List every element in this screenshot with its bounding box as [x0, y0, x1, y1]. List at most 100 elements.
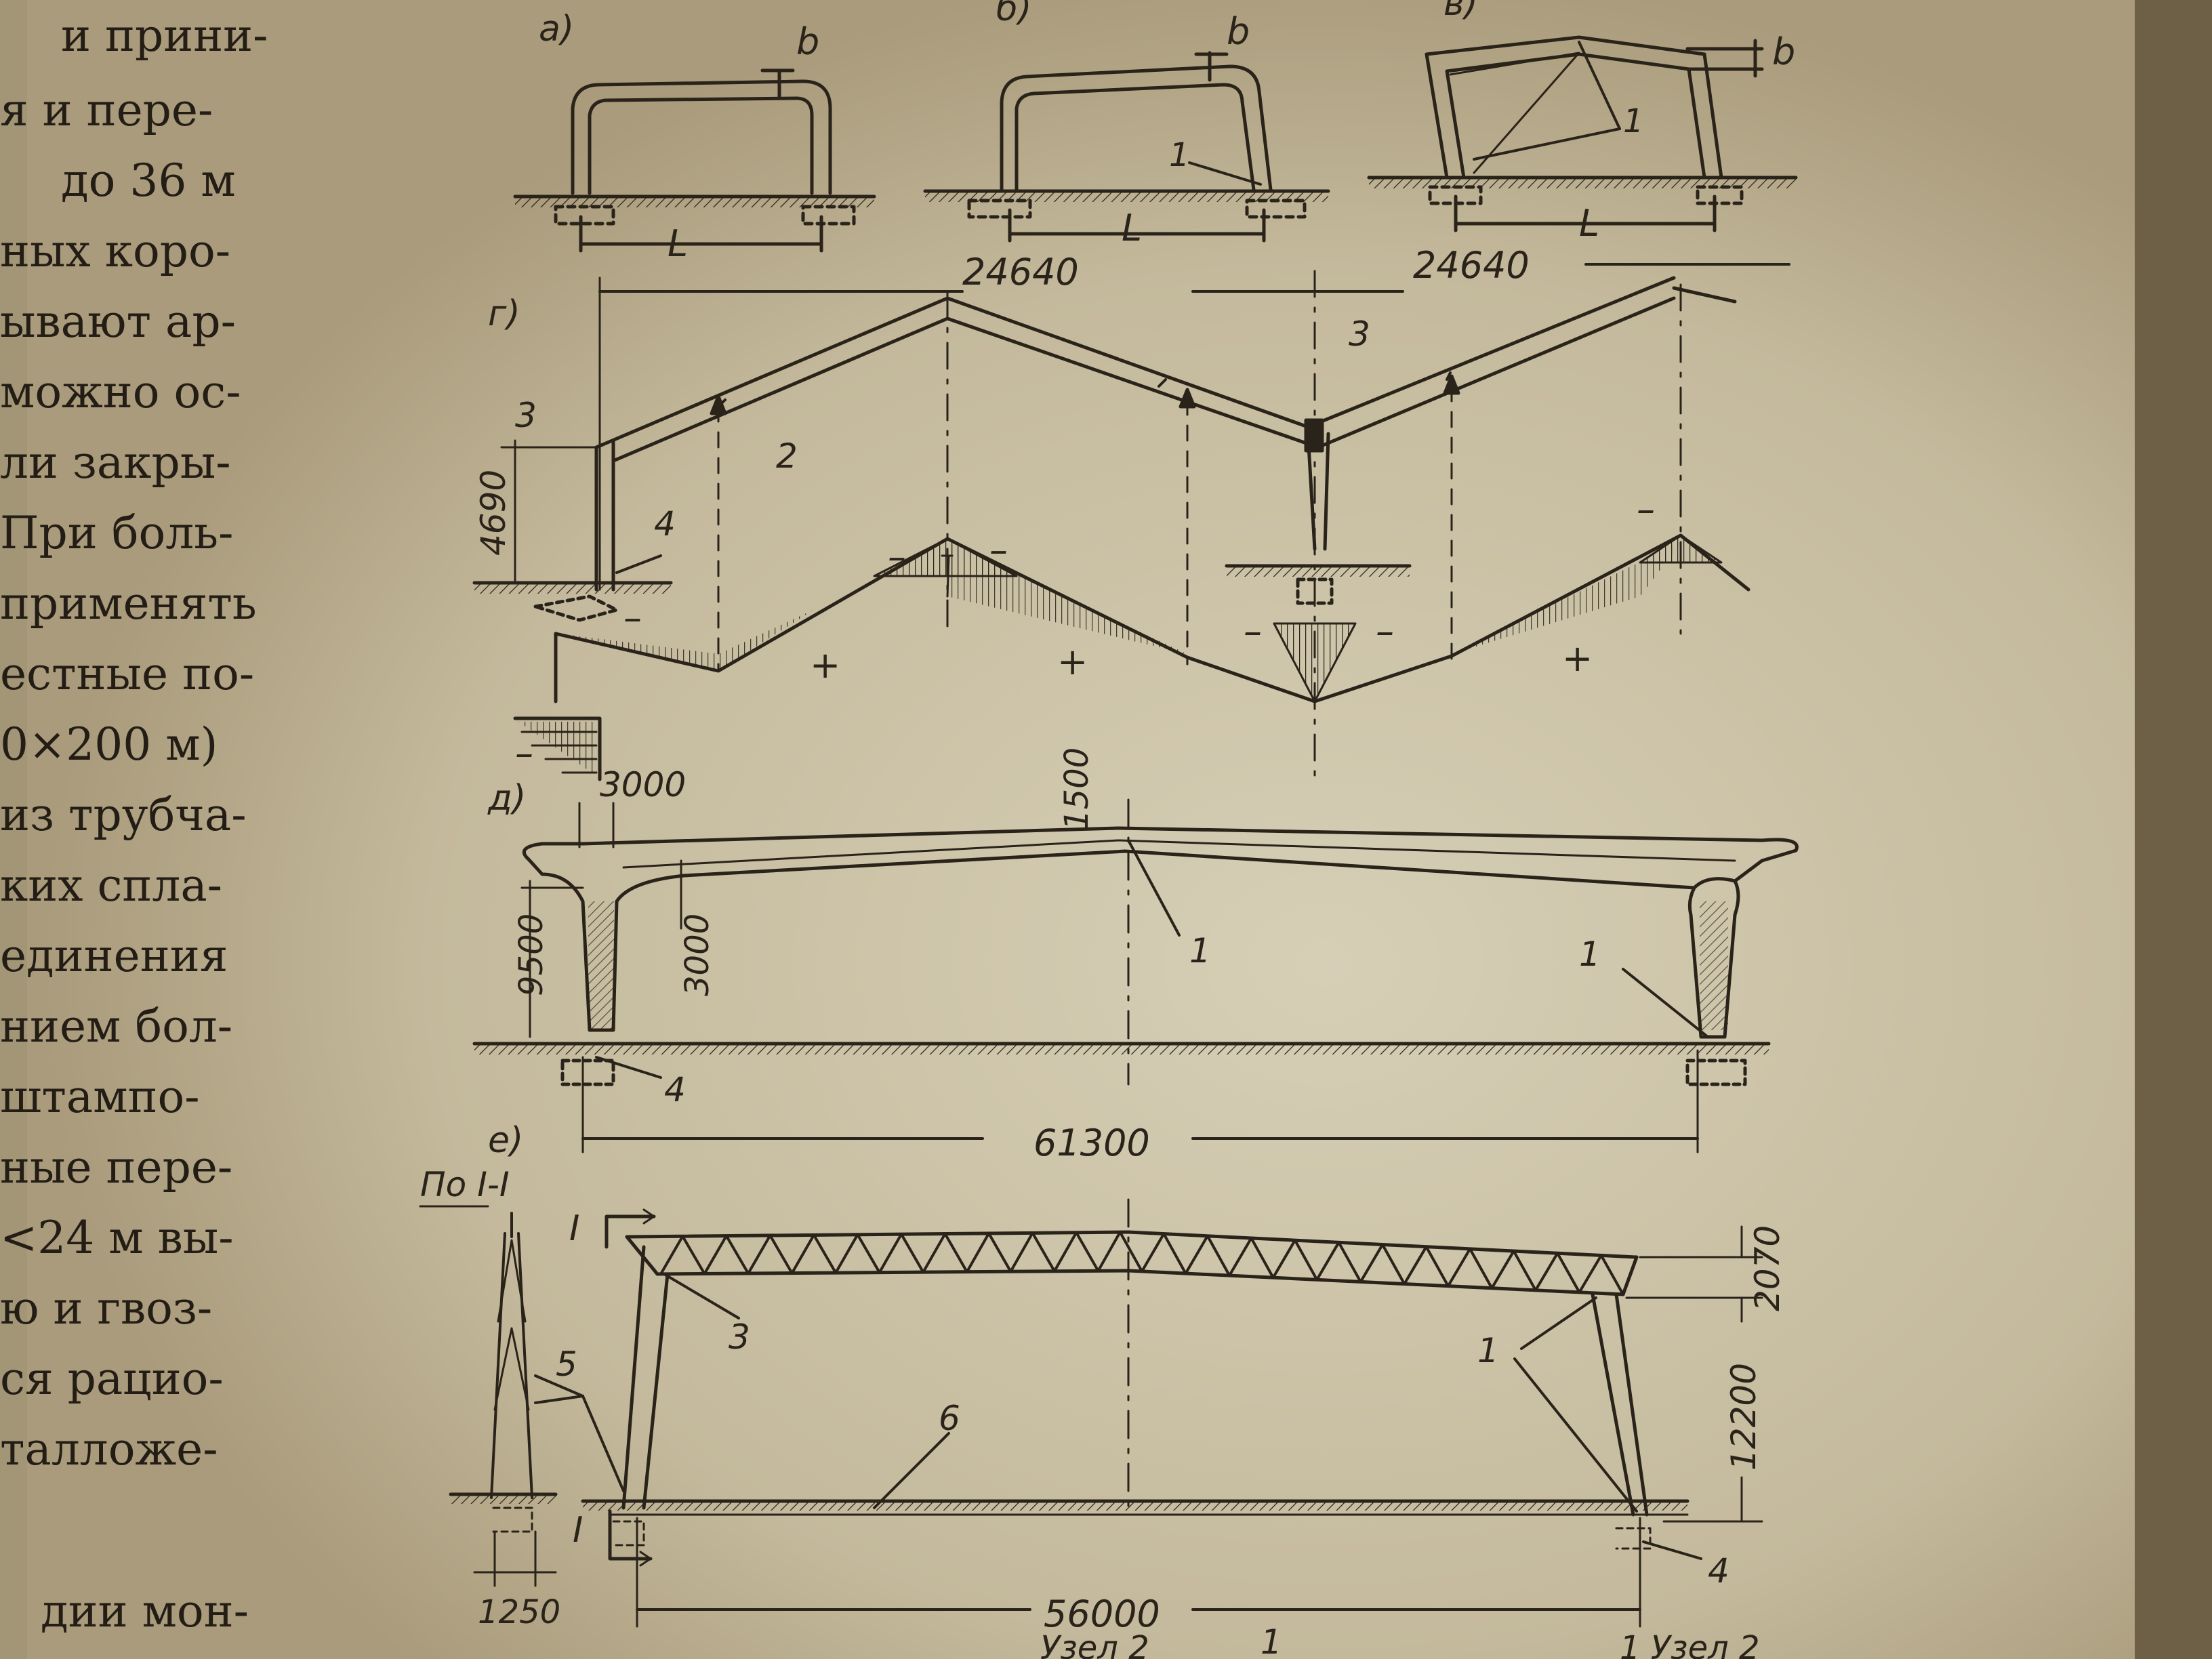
figure-a — [513, 68, 876, 253]
truss-web-member — [834, 1233, 859, 1275]
bottom-cut-text-2: 1 — [1261, 1622, 1282, 1659]
figure-d-dim-3000-top: 3000 — [600, 765, 686, 804]
figure-e-truss-web — [659, 1231, 1624, 1296]
figure-a-dim-b: b — [796, 20, 819, 63]
figure-g-hatch-lines — [520, 731, 598, 774]
left-column-line: нием бол- — [0, 1000, 232, 1052]
figure-g-span-2: 24640 — [1413, 244, 1530, 287]
left-column-line: из трубча- — [0, 789, 247, 841]
figure-g-moment-signs: – – – + + – – – + – — [515, 488, 1655, 775]
left-column-line: ся рацио- — [0, 1353, 224, 1405]
bottom-cut-text-1: Узел 2 — [1040, 1629, 1149, 1659]
truss-web-member — [1075, 1231, 1100, 1273]
figure-e-panel-label: е) — [488, 1120, 523, 1161]
figure-v-dim-b: b — [1772, 30, 1795, 73]
moment-sign: + — [810, 644, 840, 687]
figure-e-node-3: 3 — [729, 1317, 750, 1357]
left-column-line: единения — [0, 930, 228, 982]
figure-g-node-4: 4 — [654, 504, 676, 544]
figure-d-span: 61300 — [1033, 1122, 1150, 1164]
truss-web-member — [1184, 1234, 1209, 1275]
truss-web-member — [1141, 1232, 1166, 1273]
moment-sign: – — [515, 732, 533, 775]
truss-web-member — [1359, 1243, 1384, 1284]
truss-web-member — [987, 1231, 1012, 1273]
left-margin-shade — [0, 0, 27, 1659]
truss-web-member — [1031, 1231, 1056, 1273]
truss-web-member — [1490, 1250, 1515, 1290]
truss-web-member — [747, 1234, 772, 1275]
left-column-line: дии мон- — [41, 1585, 249, 1637]
truss-web-member — [1097, 1231, 1122, 1273]
figure-d-node-1-right: 1 — [1579, 935, 1601, 974]
figure-g — [472, 263, 1790, 781]
figure-d-node-4: 4 — [664, 1070, 686, 1109]
figure-e-node-4: 4 — [1708, 1551, 1729, 1591]
truss-web-member — [703, 1234, 728, 1275]
truss-web-member — [1534, 1252, 1559, 1292]
figure-e-node-5: 5 — [556, 1345, 577, 1384]
left-column-line: ю и гвоз- — [0, 1282, 212, 1334]
moment-sign: + — [1562, 637, 1593, 680]
moment-sign: – — [1376, 610, 1394, 653]
figure-d-column-right-hatch — [1700, 901, 1728, 1030]
figure-v-dim-L: L — [1579, 202, 1599, 245]
left-column-line: <24 м вы- — [0, 1212, 234, 1264]
truss-web-member — [1425, 1245, 1450, 1288]
figure-b-panel-label: б) — [996, 0, 1031, 29]
left-column-line: и прини- — [61, 9, 268, 62]
truss-web-member — [1512, 1250, 1537, 1292]
truss-web-member — [878, 1233, 903, 1274]
figure-e-node-6: 6 — [939, 1399, 960, 1438]
left-column-line: штампо- — [0, 1071, 200, 1123]
truss-web-member — [1052, 1231, 1078, 1273]
truss-web-member — [1446, 1247, 1472, 1288]
truss-web-member — [1578, 1254, 1603, 1294]
figure-e-section-mark-top: I — [569, 1208, 579, 1249]
figure-d-panel-label: д) — [487, 778, 526, 819]
truss-web-member — [1118, 1231, 1143, 1273]
figure-v-node-1: 1 — [1623, 102, 1644, 140]
figure-e-node-1: 1 — [1477, 1331, 1499, 1370]
left-column-line: применять — [0, 577, 257, 630]
figure-v-panel-label: в) — [1443, 0, 1478, 24]
truss-web-member — [922, 1232, 947, 1274]
moment-sign: – — [989, 529, 1008, 571]
figure-e — [419, 1198, 1763, 1628]
truss-web-member — [965, 1231, 991, 1273]
truss-web-member — [1556, 1252, 1581, 1294]
figure-g-span-1: 24640 — [962, 251, 1079, 293]
truss-web-member — [1271, 1239, 1296, 1279]
truss-web-member — [856, 1233, 881, 1274]
truss-web-member — [1009, 1231, 1034, 1273]
figure-v — [1367, 35, 1798, 232]
figure-g-node-2: 2 — [776, 436, 798, 476]
left-column-line: до 36 м — [61, 155, 236, 207]
figure-g-height-dim: 4690 — [474, 470, 513, 556]
left-column-line: естные по- — [0, 648, 254, 700]
figure-g-node-3-mid: 3 — [1349, 314, 1370, 354]
truss-web-member — [812, 1233, 838, 1275]
left-column-line: ких спла- — [0, 859, 222, 912]
truss-web-member — [1228, 1236, 1253, 1277]
figure-a-dim-L: L — [668, 222, 688, 265]
truss-web-member — [1469, 1247, 1494, 1290]
truss-web-member — [769, 1234, 794, 1275]
figure-e-span: 56000 — [1044, 1593, 1160, 1635]
left-column-line: 0×200 м) — [0, 718, 218, 771]
truss-web-member — [1315, 1241, 1340, 1282]
truss-web-member — [659, 1235, 684, 1275]
figure-g-moment-fill-4 — [518, 722, 596, 776]
figure-g-moment-fill-1 — [559, 610, 813, 671]
truss-web-member — [1337, 1241, 1362, 1284]
left-column-line: При боль- — [0, 507, 233, 559]
truss-web-member — [943, 1232, 968, 1273]
figure-b — [923, 51, 1330, 243]
figure-d — [472, 798, 1799, 1153]
figure-g-node-3-left: 3 — [515, 396, 537, 435]
figure-b-dim-L: L — [1122, 207, 1142, 249]
truss-web-member — [1162, 1232, 1187, 1275]
truss-web-member — [1206, 1234, 1231, 1277]
moment-sign: – — [1244, 610, 1262, 653]
